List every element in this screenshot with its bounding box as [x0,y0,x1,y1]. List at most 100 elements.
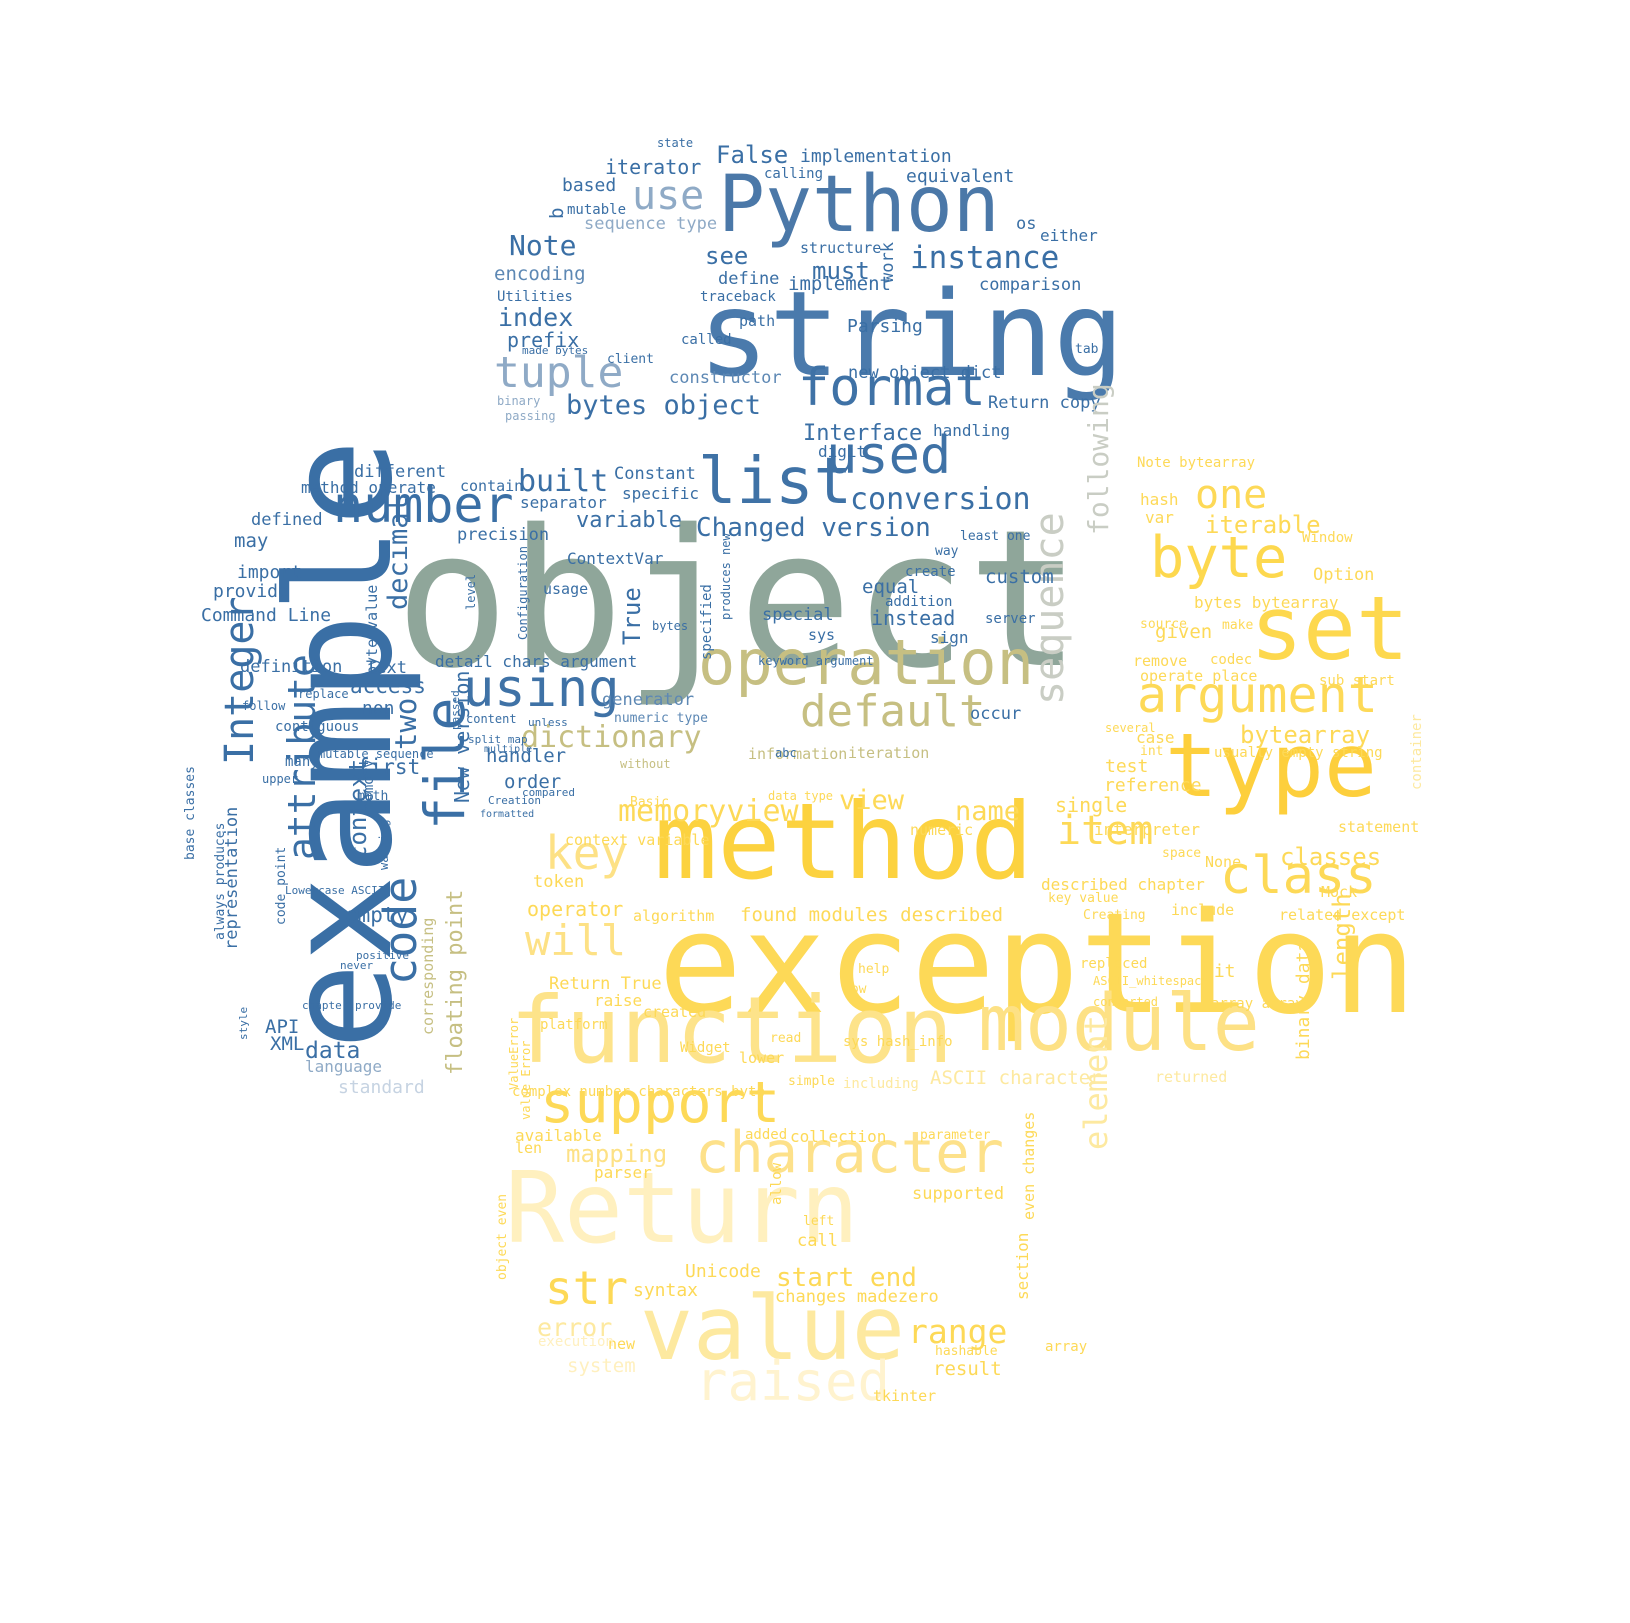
word: collection [790,1127,887,1146]
word: complex number characters byte [512,1084,765,1100]
word: parser [594,1163,652,1182]
word: content [466,712,517,726]
word: include [1171,901,1235,919]
word: class [1220,846,1377,906]
word: dictionary [521,720,702,755]
word: reference [1104,775,1202,796]
word: item [1057,808,1154,854]
word: Parsing [847,316,923,337]
word: object [395,489,1082,710]
word: use [632,173,705,219]
word: hashable [935,1344,998,1359]
word: define [718,269,780,289]
word: precision [457,525,550,545]
word: context variable [565,831,710,849]
word: instance [910,240,1060,276]
word: ASCII character [930,1067,1102,1089]
word: Creating [1083,908,1146,923]
word: multiple [484,744,533,755]
word: Note bytearray [1137,455,1256,471]
word: Widget [680,1040,731,1056]
word: conversion [850,482,1031,517]
word: sys [808,626,836,644]
word: sub start [1319,673,1395,689]
word: length [1328,893,1356,980]
word: bit [1203,961,1236,982]
word: section [1013,1232,1032,1300]
word: classes [1280,843,1382,871]
word: make [1222,618,1254,633]
word: XML [270,1033,305,1055]
word: contain [460,477,524,495]
word: either [1040,226,1098,245]
word: traceback [700,289,776,305]
word: var [1145,508,1174,527]
word: converted [1093,995,1159,1009]
word: described chapter [1041,875,1205,894]
word: sys hash_info [843,1034,953,1050]
word: based [562,175,617,196]
word: level [464,573,478,610]
word: Unicode [685,1261,761,1282]
word: memoryview [618,794,799,829]
word: case [1136,728,1175,747]
word: variable [576,508,682,533]
word: chapter provide [302,999,402,1012]
word: specified [699,584,715,660]
word: binary [497,394,541,408]
word: work [878,242,898,283]
word: tab [1075,342,1099,357]
word: instead [871,606,956,630]
word: even changes [1020,1111,1038,1220]
word: int [1140,744,1164,759]
word: ContextVar [567,549,664,568]
word: array array [1211,996,1304,1012]
word: definition [240,657,343,677]
word: available [515,1126,602,1145]
word: view [839,785,905,816]
word: Lowercase ASCII [285,884,385,897]
word: provide [213,581,289,602]
word: handler [486,745,567,767]
word: bytes [652,619,689,633]
word: Return True [549,974,662,994]
word: interpreter [1094,820,1200,839]
word: remove [1133,652,1188,670]
word: corresponding [419,917,437,1035]
word: new [608,1335,636,1353]
word: will [525,916,627,965]
word: access [350,674,426,698]
word: produces new [719,533,733,620]
word: module [978,979,1260,1069]
word: create [905,564,956,580]
word: allow [769,1162,785,1205]
word: ValueError [507,1017,521,1090]
word: without [620,757,671,771]
word: operation [698,626,1034,699]
word: contiguous [275,719,360,735]
word: Text [366,658,407,678]
word: algorithm [633,907,715,925]
word: data [305,1038,361,1064]
word: byte [1150,525,1288,591]
word: name [955,796,1021,827]
word: two [389,697,423,750]
word: source [1140,617,1187,632]
word: custom [985,566,1054,588]
word: value [640,1277,905,1380]
word: implementation [800,146,952,167]
word: compared [522,786,575,799]
word: given [1155,621,1213,643]
word: import [237,562,303,583]
word: method [654,781,1034,903]
word: tuple [494,348,624,398]
word: start end [776,1263,917,1293]
word: sign [930,628,969,647]
word: raise [594,991,643,1010]
word: implement [788,273,891,295]
word: added [745,1127,788,1143]
word: Return [505,1152,860,1266]
word: call [797,1231,838,1251]
word: style [237,1006,250,1040]
word: unless [528,716,568,729]
